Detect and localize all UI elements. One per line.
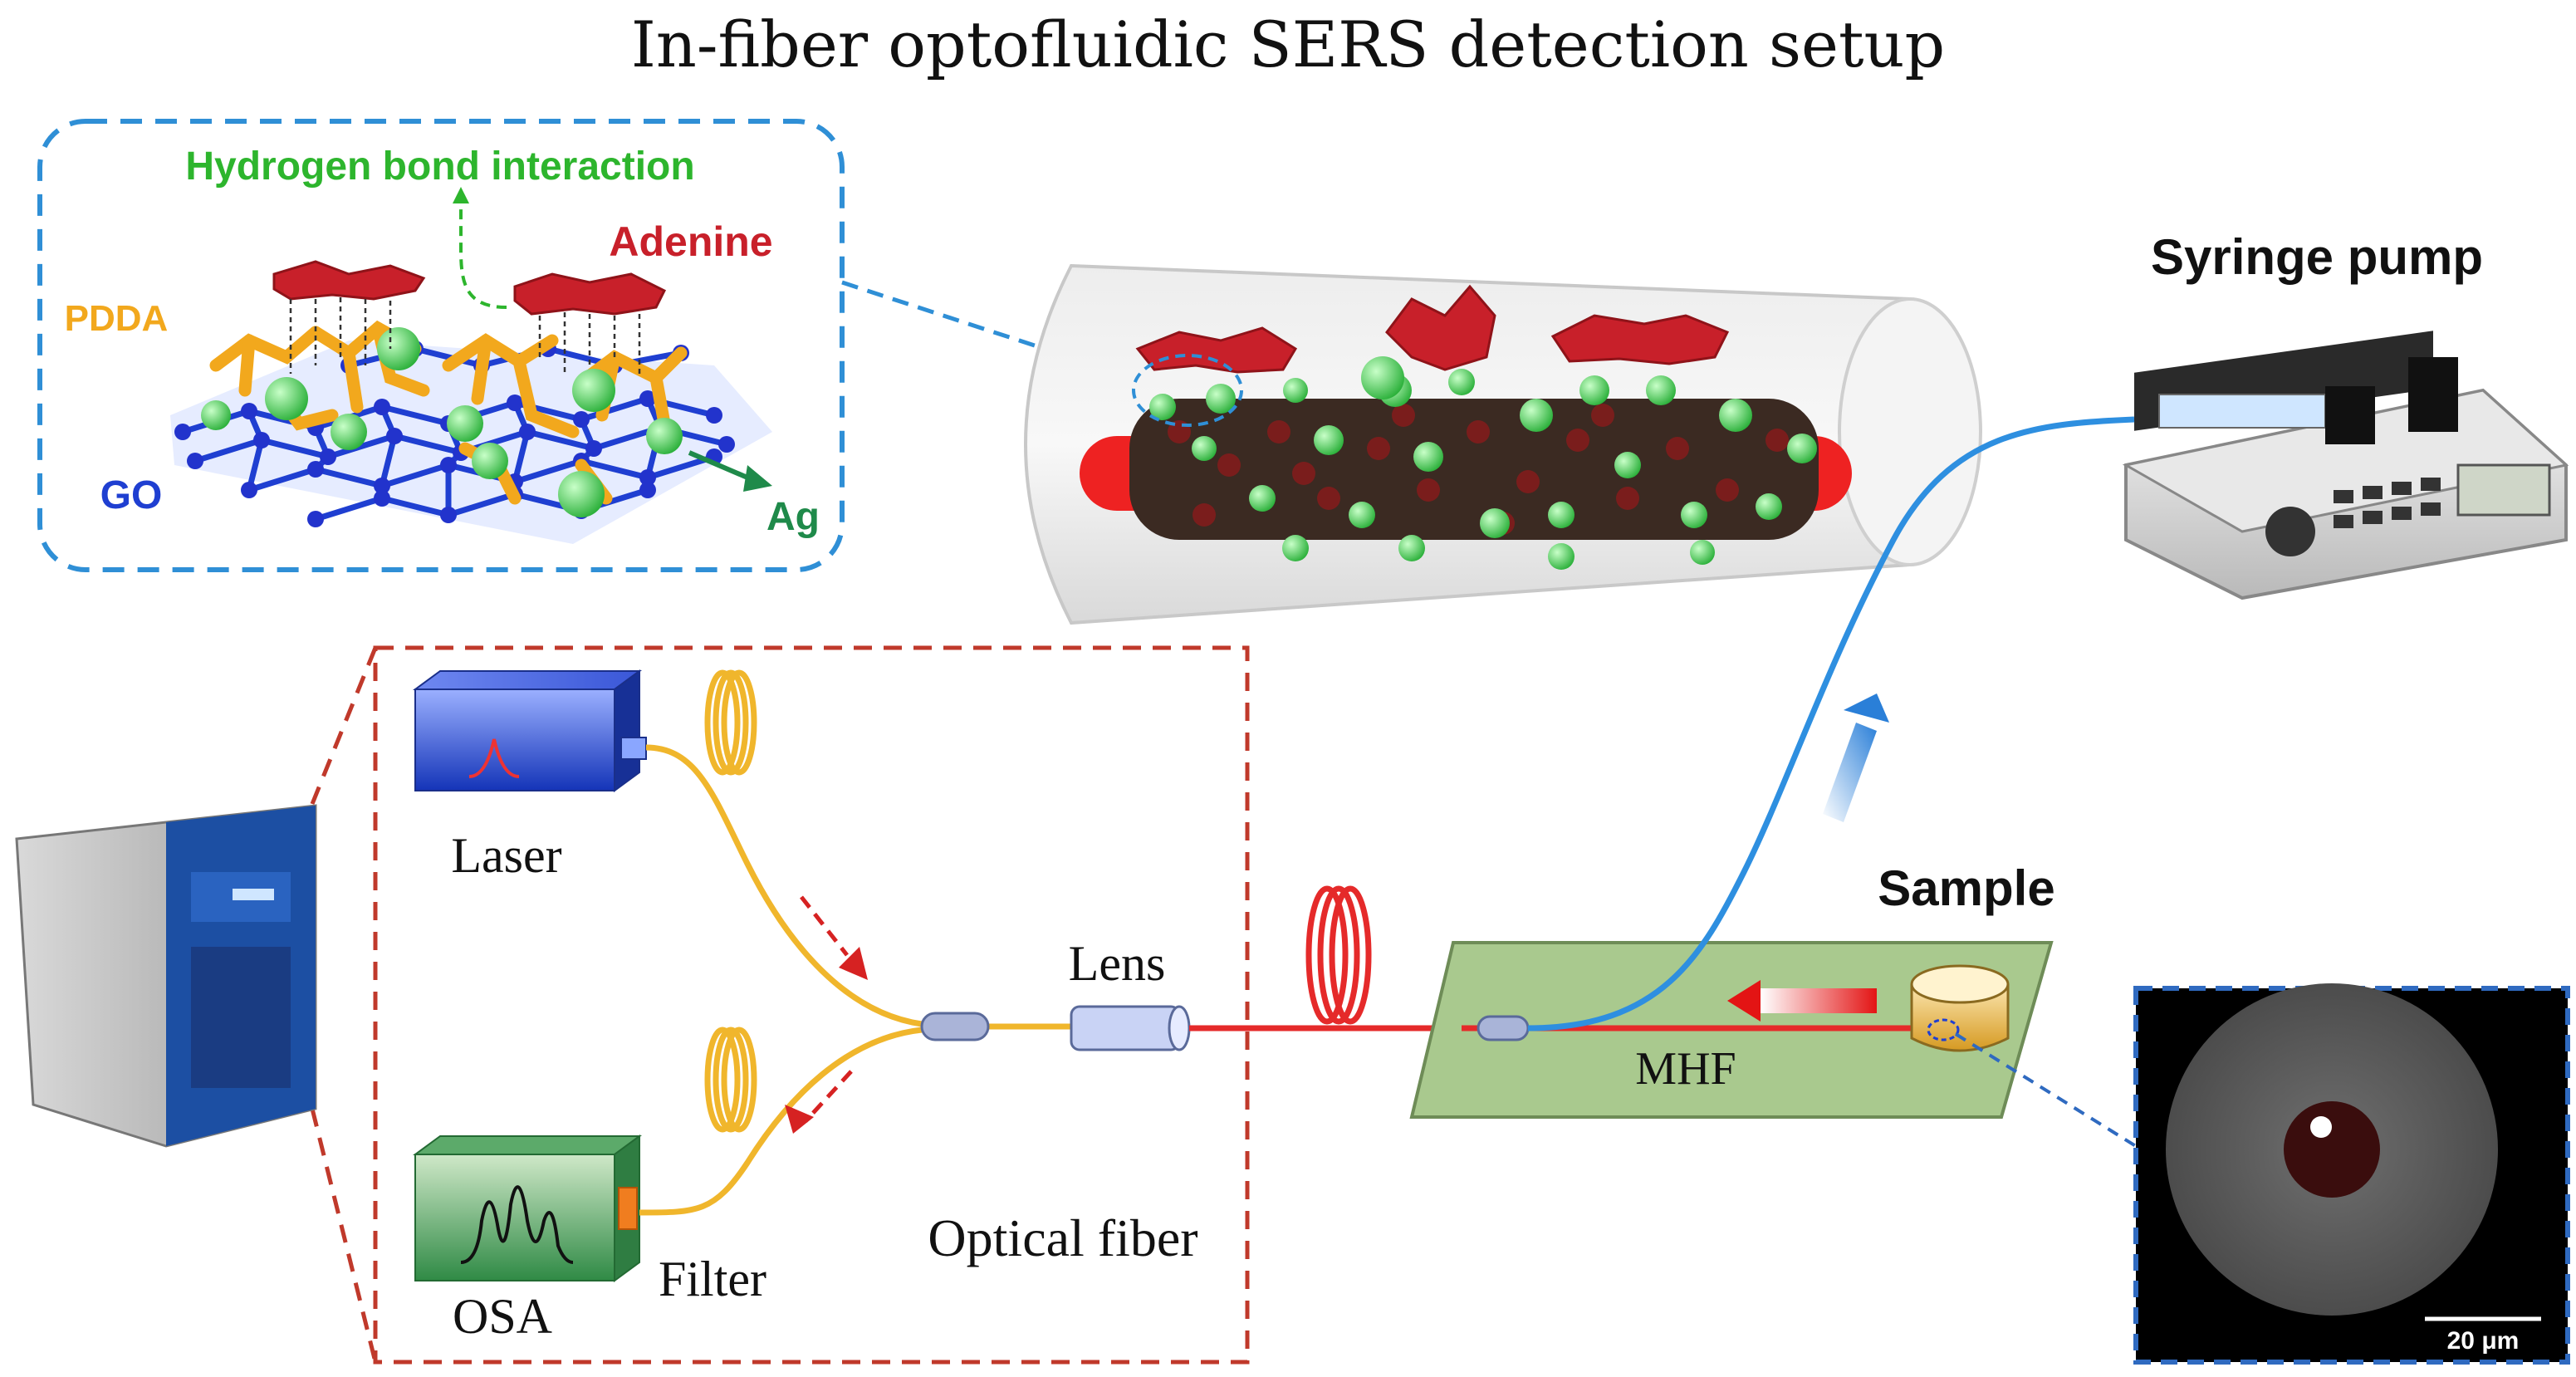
setup-border xyxy=(373,645,1250,1365)
yellow-fiber-paths xyxy=(639,669,1071,1216)
pdda-label: PDDA xyxy=(65,298,169,339)
instrument-connector-bottom xyxy=(310,1108,378,1363)
mhf-connector xyxy=(1477,1015,1530,1041)
adenine-molecules xyxy=(272,260,667,316)
ag-label: Ag xyxy=(766,495,820,539)
hydrogen-bond-arrowhead xyxy=(453,187,469,203)
micrograph-connector xyxy=(1954,1032,2138,1148)
hydrogen-bond-arrow xyxy=(459,199,507,309)
hydrogen-bond-lines xyxy=(289,297,641,374)
blue-fiber-path xyxy=(1527,416,2135,1032)
ag-arrowhead xyxy=(743,465,772,492)
spectrometer-instrument[interactable] xyxy=(15,804,317,1148)
pump-knob[interactable] xyxy=(2265,507,2315,556)
osa-spectrum-icon xyxy=(460,1185,574,1264)
fiber-channel-3d xyxy=(1024,263,1982,625)
fiber-micrograph: 20 μm xyxy=(2133,983,2570,1365)
instrument-connector-top xyxy=(310,647,378,805)
molecular-inset: Hydrogen bond interaction Adenine PDDA G… xyxy=(37,119,845,572)
syringe-pump[interactable] xyxy=(2122,331,2569,600)
tube-end-opening xyxy=(1838,297,1982,566)
filter-element xyxy=(618,1187,638,1230)
adenine-label: Adenine xyxy=(609,218,772,265)
sample-reservoir[interactable] xyxy=(1910,964,2010,1052)
ag-nanoparticles xyxy=(201,327,683,517)
laser-label: Laser xyxy=(451,828,561,883)
cylinder-ag-spheres xyxy=(1149,356,1817,570)
ag-arrow xyxy=(688,450,749,480)
laser-source[interactable] xyxy=(412,669,647,792)
osa-label: OSA xyxy=(453,1289,552,1344)
optical-fiber-label: Optical fiber xyxy=(928,1208,1197,1267)
mhf-label: MHF xyxy=(1635,1043,1736,1095)
scale-bar-label: 20 μm xyxy=(2447,1327,2520,1355)
lens-element xyxy=(1070,1005,1181,1051)
zoom-circle xyxy=(1132,354,1243,427)
diagram-title: In-fiber optofluidic SERS detection setu… xyxy=(631,7,1945,81)
upward-flow-arrow xyxy=(1823,693,1889,822)
fiber-core-hole xyxy=(2284,1101,2380,1198)
osa-analyzer[interactable] xyxy=(412,1134,643,1282)
fiber-coupler xyxy=(920,1012,990,1041)
syringe-pump-label: Syringe pump xyxy=(2151,229,2483,285)
pump-display xyxy=(2456,463,2551,517)
light-direction-arrows xyxy=(785,895,868,1134)
laser-peak-icon xyxy=(468,738,520,778)
sample-flow-arrow xyxy=(1727,980,1877,1022)
pump-keypad[interactable] xyxy=(2334,478,2441,528)
filter-label: Filter xyxy=(659,1252,766,1306)
lattice-holes xyxy=(1168,404,1789,535)
go-label: GO xyxy=(100,473,163,517)
sample-label: Sample xyxy=(1878,860,2054,916)
lens-label: Lens xyxy=(1069,936,1166,991)
hydrogen-bond-label: Hydrogen bond interaction xyxy=(185,145,694,189)
go-lattice-cylinder xyxy=(1129,399,1819,540)
tube-adenine-molecules xyxy=(1135,284,1730,374)
